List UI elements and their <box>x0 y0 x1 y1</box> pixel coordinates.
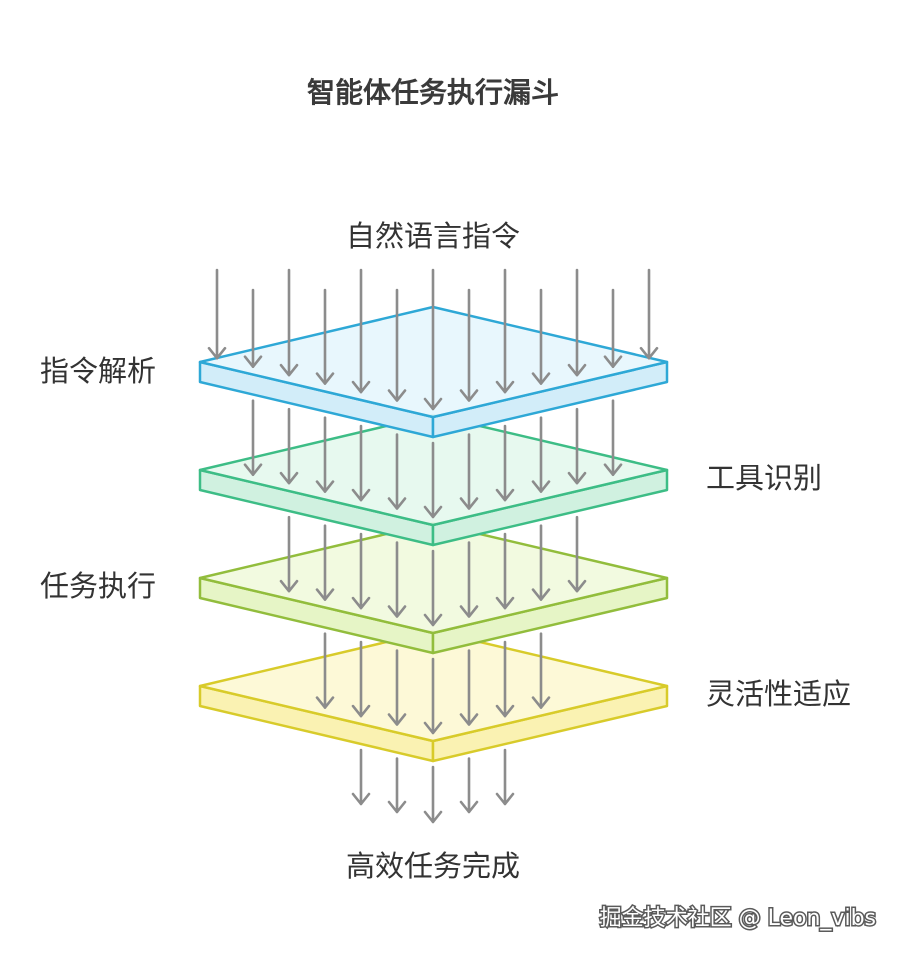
flow-arrow <box>315 524 335 601</box>
flow-arrow <box>459 757 479 814</box>
flow-arrow <box>279 515 299 593</box>
flow-arrow <box>423 765 443 824</box>
flow-arrow <box>279 407 299 485</box>
flow-arrow <box>423 441 443 519</box>
flow-arrow <box>459 288 479 402</box>
flow-arrows <box>207 268 659 824</box>
layer-label-instruction-parsing: 指令解析 <box>40 354 156 388</box>
flow-arrow <box>387 288 407 402</box>
flow-arrow <box>459 433 479 510</box>
flow-arrow <box>495 268 515 394</box>
flow-arrow <box>459 649 479 726</box>
flow-arrow <box>603 288 623 368</box>
flow-arrow <box>495 748 515 806</box>
flow-arrow <box>279 268 299 377</box>
flow-arrow <box>459 541 479 618</box>
flow-arrow <box>603 399 623 476</box>
flow-arrow <box>567 515 587 593</box>
flow-arrow <box>351 748 371 806</box>
output-label: 高效任务完成 <box>346 849 520 883</box>
flow-arrow <box>495 532 515 610</box>
flow-arrow <box>351 532 371 610</box>
flow-arrow <box>423 268 443 411</box>
flow-arrow <box>315 416 335 493</box>
flow-arrow <box>531 632 551 709</box>
flow-arrow <box>495 424 515 502</box>
flow-arrow <box>243 399 263 476</box>
flow-arrow <box>387 541 407 618</box>
layer-label-flexible-adaptation: 灵活性适应 <box>706 677 851 711</box>
flow-arrow <box>531 288 551 385</box>
flow-arrow <box>243 288 263 368</box>
diagram-title: 智能体任务执行漏斗 <box>307 76 559 109</box>
flow-arrow <box>423 657 443 735</box>
flow-arrow <box>351 424 371 502</box>
flow-arrow <box>351 268 371 394</box>
flow-arrow <box>531 524 551 601</box>
flow-arrow <box>351 640 371 718</box>
flow-arrow <box>567 407 587 485</box>
flow-arrow <box>531 416 551 493</box>
funnel-layers <box>198 268 669 824</box>
input-label: 自然语言指令 <box>346 219 520 253</box>
layer-label-tool-identification: 工具识别 <box>706 461 822 495</box>
layer-label-task-execution: 任务执行 <box>40 569 156 603</box>
flow-arrow <box>387 757 407 814</box>
flow-arrow <box>207 268 227 360</box>
flow-arrow <box>567 268 587 377</box>
watermark: 掘金技术社区 @ Leon_vibs <box>600 906 876 931</box>
flow-arrow <box>315 288 335 385</box>
flow-arrow <box>387 433 407 510</box>
flow-arrow <box>639 268 659 360</box>
flow-arrow <box>315 632 335 709</box>
flow-arrow <box>423 549 443 627</box>
flow-arrow <box>387 649 407 726</box>
flow-arrow <box>495 640 515 718</box>
